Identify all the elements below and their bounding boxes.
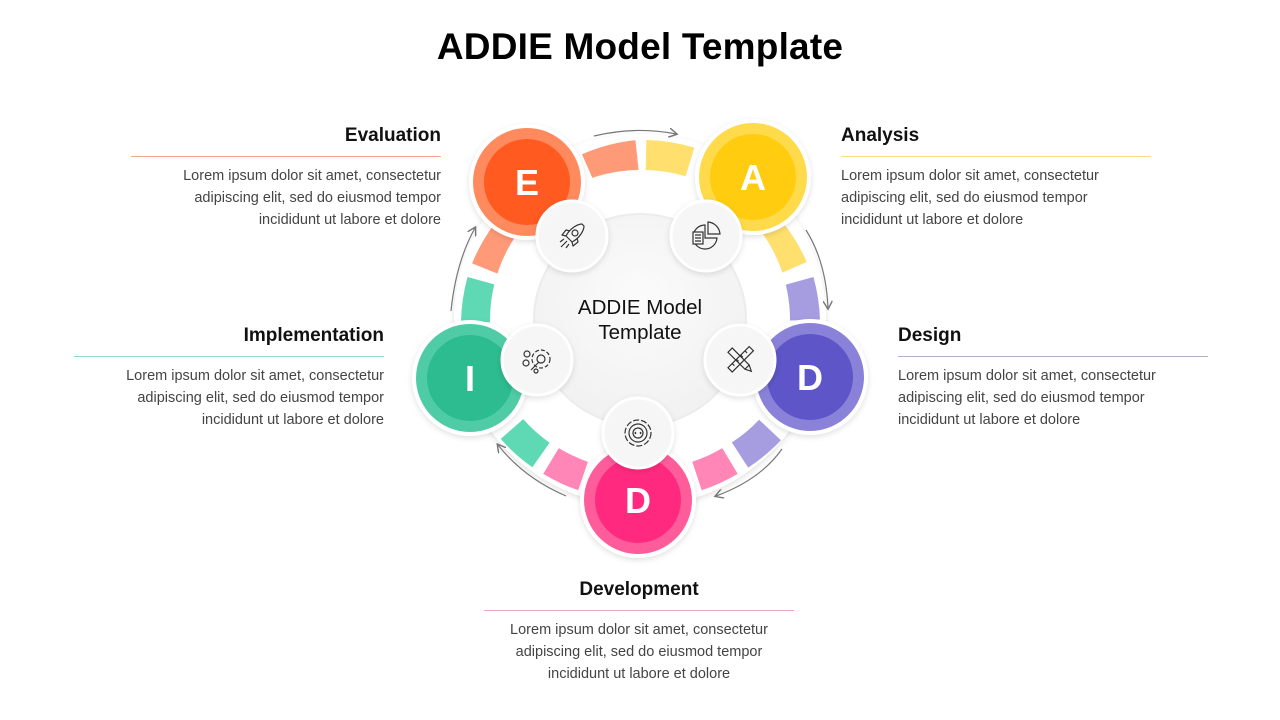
phase-analysis: Analysis Lorem ipsum dolor sit amet, con… <box>841 124 1151 231</box>
phase-divider <box>898 356 1208 357</box>
cycle-arrows <box>450 130 828 497</box>
phase-evaluation: Evaluation Lorem ipsum dolor sit amet, c… <box>131 124 441 231</box>
ruler-pencil-icon <box>727 345 755 373</box>
gears-wrench-icon <box>522 349 551 374</box>
phase-divider <box>131 156 441 157</box>
phase-divider <box>74 356 384 357</box>
arrow-a-to-d <box>805 229 828 308</box>
arrow-d-to-dev <box>716 448 783 496</box>
phase-design: Design Lorem ipsum dolor sit amet, conse… <box>898 324 1208 431</box>
letter-e: E <box>515 162 539 203</box>
code-gear-icon <box>624 419 652 447</box>
letter-a: A <box>740 157 766 198</box>
phase-circle-design: D <box>752 319 868 435</box>
arrow-dev-to-i <box>498 445 567 497</box>
phase-heading: Design <box>898 325 962 346</box>
letter-i: I <box>465 358 475 399</box>
phase-heading: Implementation <box>243 325 384 346</box>
phase-heading: Evaluation <box>344 125 441 146</box>
letter-d-design: D <box>797 357 823 398</box>
arrow-i-to-e <box>450 228 475 312</box>
letter-d-development: D <box>625 480 651 521</box>
phase-circle-development: D <box>580 442 696 558</box>
phase-divider <box>484 610 794 611</box>
rocket-icon <box>559 223 585 249</box>
center-label: ADDIE Model Template <box>560 295 720 345</box>
phase-heading: Analysis <box>841 125 920 146</box>
center-label-line2: Template <box>598 321 682 344</box>
phase-implementation: Implementation Lorem ipsum dolor sit ame… <box>74 324 384 431</box>
page-title: ADDIE Model Template <box>436 26 844 67</box>
phase-development: Development Lorem ipsum dolor sit amet, … <box>484 578 794 685</box>
center-label-line1: ADDIE Model <box>577 296 703 319</box>
phase-circle-implementation: I <box>412 320 528 436</box>
pie-chart-report-icon <box>692 221 721 250</box>
phase-heading: Development <box>579 579 699 600</box>
phase-divider <box>841 156 1151 157</box>
arrow-e-to-a <box>593 130 676 136</box>
